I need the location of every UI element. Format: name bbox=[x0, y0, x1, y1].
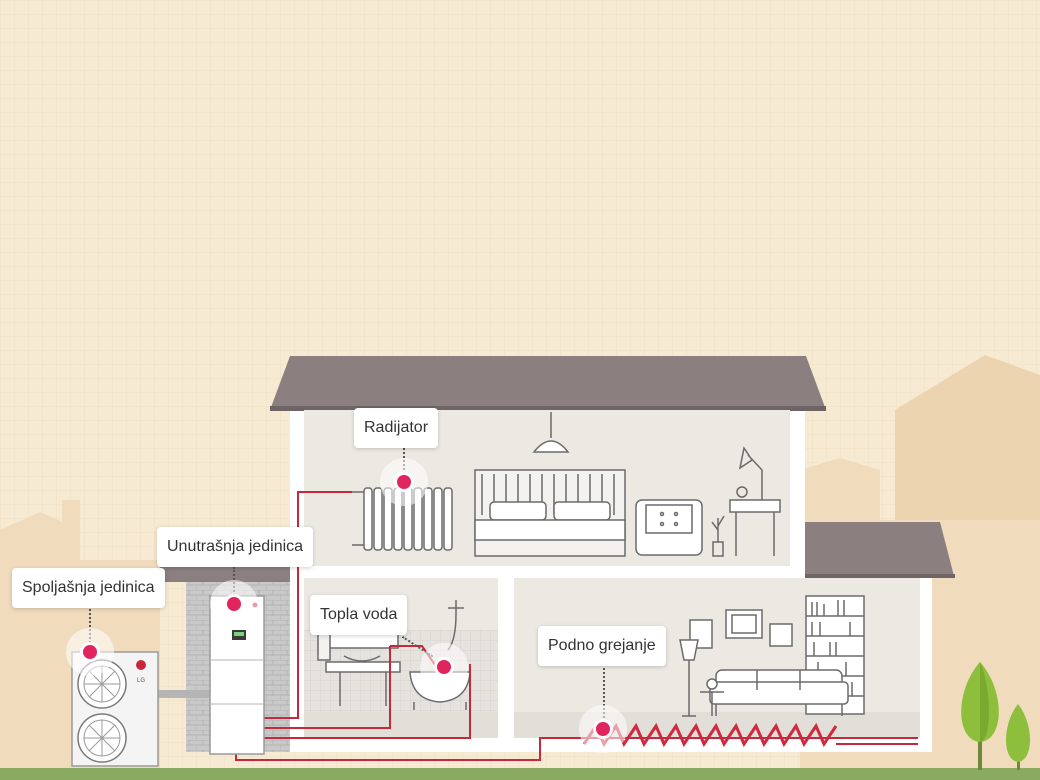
lg-logo-icon: LG bbox=[136, 660, 146, 684]
radiator-hotspot[interactable] bbox=[380, 458, 428, 506]
connector-pipe bbox=[158, 690, 210, 698]
indoor-unit-label[interactable]: Unutrašnja jedinica bbox=[157, 527, 314, 567]
hotspot-dot bbox=[227, 597, 241, 611]
small-tree-icon bbox=[1006, 704, 1030, 770]
outdoor-unit-label[interactable]: Spoljašnja jedinica bbox=[12, 568, 165, 608]
utility-roof bbox=[160, 567, 294, 582]
hotspot-dot bbox=[397, 475, 411, 489]
hot-water-label[interactable]: Topla voda bbox=[310, 595, 408, 635]
hotspot-dot bbox=[437, 660, 451, 674]
brand-logo-text: LG bbox=[137, 678, 145, 684]
floor-heating-hotspot[interactable] bbox=[579, 705, 627, 753]
hotspot-dot bbox=[83, 645, 97, 659]
outdoor-unit-hotspot[interactable] bbox=[66, 628, 114, 676]
bedroom-furniture bbox=[474, 412, 781, 557]
radiator-label[interactable]: Radijator bbox=[354, 408, 439, 448]
floor-heating-leader bbox=[603, 664, 605, 722]
ground bbox=[0, 768, 1040, 780]
tree-icon bbox=[961, 662, 999, 770]
floor-heating-coil bbox=[582, 722, 838, 748]
living-room-furniture bbox=[679, 595, 865, 717]
floor-heating-label[interactable]: Podno grejanje bbox=[538, 626, 666, 666]
hot-water-hotspot[interactable] bbox=[420, 643, 468, 691]
indoor-unit-hotspot[interactable] bbox=[210, 580, 258, 628]
hotspot-dot bbox=[596, 722, 610, 736]
